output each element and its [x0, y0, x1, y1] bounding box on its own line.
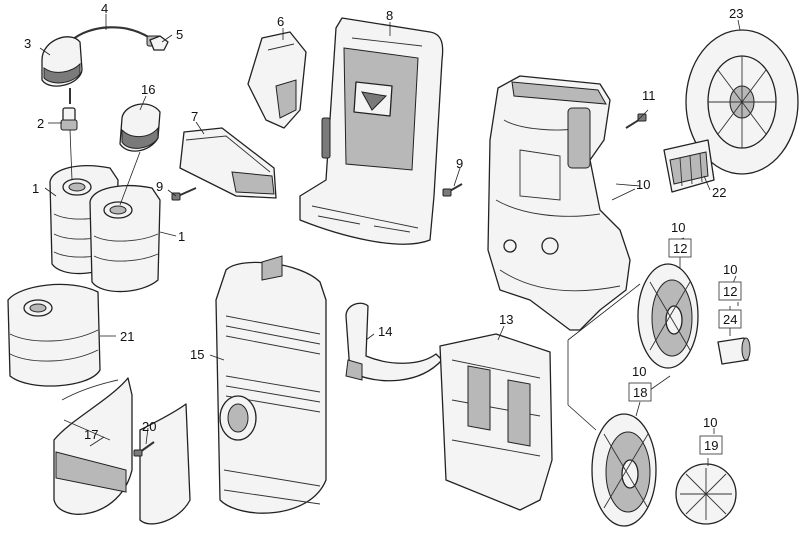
wheel-lower	[591, 413, 657, 527]
part-6-bracket	[247, 31, 307, 129]
callout-15: 15	[190, 347, 204, 362]
wheel-upper	[637, 263, 699, 369]
part-1-tank-right	[89, 185, 161, 293]
leader-lines	[39, 14, 741, 466]
callout-10-hubcap: 10	[703, 415, 717, 430]
part-17-front-cover	[53, 377, 191, 525]
main-chassis-housing	[487, 75, 631, 331]
callout-10-axle: 10	[723, 262, 737, 277]
part-16-cap	[119, 103, 161, 152]
part-5-connector	[149, 35, 169, 51]
callout-12-a: 12	[673, 241, 687, 256]
callout-10-chassis: 10	[636, 177, 650, 192]
callout-8: 8	[386, 8, 393, 23]
callout-18: 18	[633, 385, 647, 400]
callout-1-right: 1	[178, 229, 185, 244]
callout-17: 17	[84, 427, 98, 442]
part-22-filter	[663, 139, 715, 193]
callout-13: 13	[499, 312, 513, 327]
boxed-callout-frames	[628, 238, 742, 455]
callout-24: 24	[723, 312, 737, 327]
callout-5: 5	[176, 27, 183, 42]
callout-10-wheel-b: 10	[632, 364, 646, 379]
callout-20: 20	[142, 419, 156, 434]
callout-12-b: 12	[723, 284, 737, 299]
part-2-valve	[60, 107, 78, 131]
part-11-screw	[625, 113, 647, 129]
callout-2: 2	[37, 116, 44, 131]
callout-7: 7	[191, 109, 198, 124]
callout-11: 11	[642, 88, 656, 103]
callout-16: 16	[141, 82, 155, 97]
callout-21: 21	[120, 329, 134, 344]
callout-14: 14	[378, 324, 392, 339]
part-3-cap	[41, 36, 83, 104]
part-20-screw	[133, 441, 155, 457]
part-23-fan-cover	[685, 29, 799, 175]
callout-1-left: 1	[32, 181, 39, 196]
part-4-hose	[71, 26, 162, 47]
part-14-handle	[345, 302, 443, 382]
callout-4: 4	[101, 1, 108, 16]
callout-19: 19	[704, 438, 718, 453]
callout-labels: 1 1 2 3 4 5 6 7 8 9 9 10 10 10 10 10 11 …	[24, 1, 743, 453]
callout-9-right: 9	[456, 156, 463, 171]
part-8-back-panel	[299, 17, 444, 245]
part-24-axle	[717, 337, 751, 365]
callout-23: 23	[729, 6, 743, 21]
part-21-tank-cover	[7, 283, 101, 387]
part-13-inner-frame	[439, 333, 553, 511]
callout-22: 22	[712, 185, 726, 200]
callout-6: 6	[277, 14, 284, 29]
part-9-screw-left	[171, 187, 197, 201]
part-7-tray	[179, 127, 277, 199]
part-15-front-housing	[215, 255, 327, 514]
callout-3: 3	[24, 36, 31, 51]
part-9-screw-right	[442, 183, 463, 197]
part-19-hub-cap	[675, 463, 737, 525]
callout-10-wheel-a: 10	[671, 220, 685, 235]
callout-9-left: 9	[156, 179, 163, 194]
